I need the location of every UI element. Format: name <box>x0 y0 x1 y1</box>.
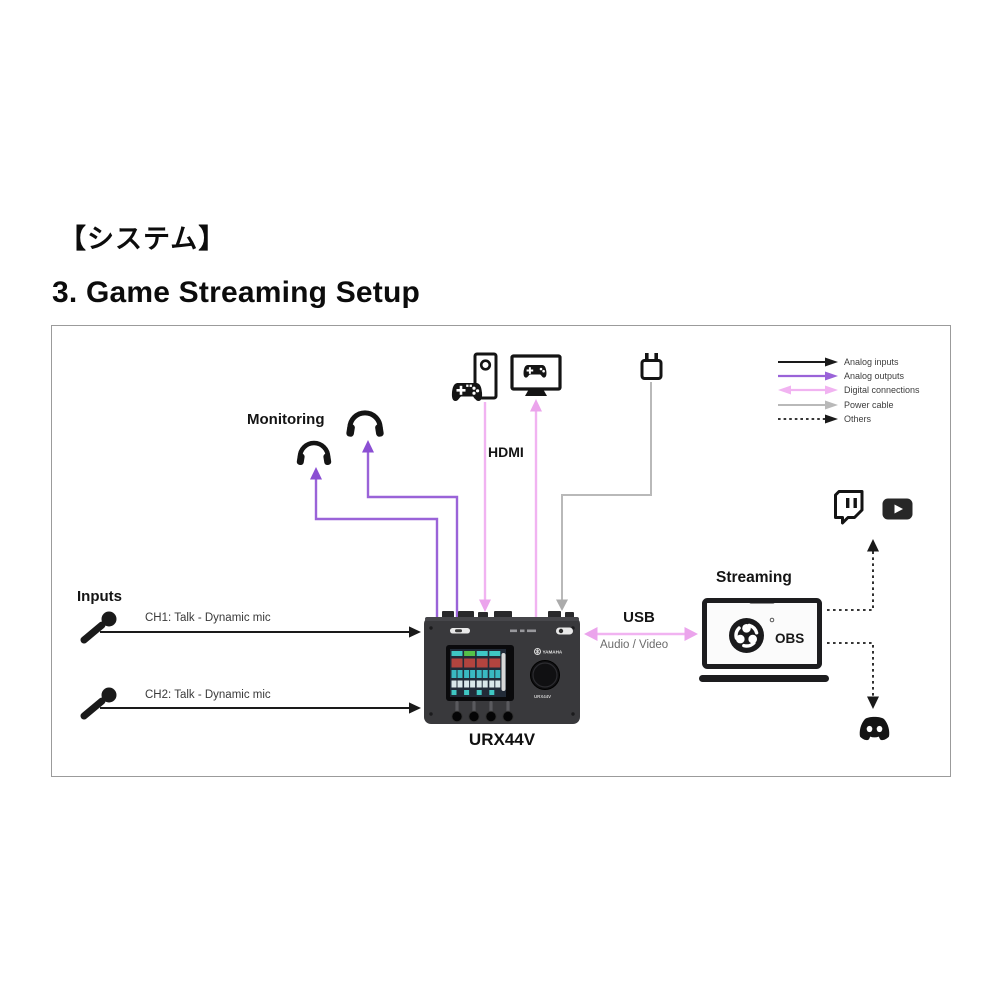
obs-label: OBS <box>775 631 804 646</box>
hdmi-label: HDMI <box>488 444 524 460</box>
power-plug-icon <box>640 353 663 380</box>
others-arrow-icon <box>778 414 838 424</box>
urx44v-device: YAMAHA URX44V <box>424 611 580 724</box>
touchscreen <box>446 645 514 701</box>
microphone-icon <box>80 611 117 644</box>
monitoring-label: Monitoring <box>247 411 325 428</box>
headphones-icon <box>296 440 332 466</box>
laptop-icon: OBS <box>699 598 829 682</box>
streaming-label: Streaming <box>716 569 792 586</box>
legend-item-power-cable: Power cable <box>777 399 920 410</box>
game-console-icon <box>451 352 498 401</box>
tv-monitor-icon <box>510 354 562 396</box>
top-controls <box>450 627 573 635</box>
usb-sublabel: Audio / Video <box>600 639 669 651</box>
main-knob <box>530 660 560 690</box>
yamaha-logo: YAMAHA <box>534 648 563 655</box>
ch1-label: CH1: Talk - Dynamic mic <box>145 612 271 624</box>
legend-item-digital-connections: Digital connections <box>777 385 920 396</box>
analog-outputs-arrow-icon <box>778 371 838 381</box>
legend-label: Others <box>844 414 872 425</box>
legend-label: Power cable <box>844 399 894 410</box>
page-title-en: 3. Game Streaming Setup <box>52 276 421 309</box>
legend: Analog inputs Analog outputs Digital con… <box>777 356 920 425</box>
panel-model-label: URX44V <box>534 694 551 699</box>
mixer-channels <box>451 651 506 695</box>
inputs-label: Inputs <box>77 588 122 605</box>
faders <box>451 701 514 723</box>
svg-text:YAMAHA: YAMAHA <box>543 650 563 655</box>
page-title-jp: 【システム】 <box>59 224 227 254</box>
digital-connections-arrow-icon <box>778 385 838 395</box>
microphone-icon <box>80 687 117 720</box>
youtube-icon <box>882 498 913 520</box>
gamepad-icon <box>451 383 483 401</box>
rear-connectors <box>442 611 574 618</box>
usb-label: USB <box>623 609 655 626</box>
legend-label: Analog outputs <box>844 370 905 381</box>
discord-icon <box>859 716 890 741</box>
panel-screws <box>429 626 575 716</box>
legend-item-analog-outputs: Analog outputs <box>777 370 920 381</box>
analog-inputs-arrow-icon <box>778 357 838 366</box>
gamepad-on-screen-icon <box>523 365 547 378</box>
ch2-label: CH2: Talk - Dynamic mic <box>145 689 271 701</box>
legend-label: Digital connections <box>844 385 920 396</box>
headphones-icon <box>346 410 384 437</box>
power-cable-arrow-icon <box>778 400 838 410</box>
twitch-icon <box>834 490 864 525</box>
legend-item-analog-inputs: Analog inputs <box>777 356 920 367</box>
legend-item-others: Others <box>777 414 920 425</box>
device-model-label: URX44V <box>468 730 536 749</box>
legend-label: Analog inputs <box>844 356 899 367</box>
registered-mark-icon <box>769 617 775 623</box>
obs-logo-icon <box>729 618 764 653</box>
